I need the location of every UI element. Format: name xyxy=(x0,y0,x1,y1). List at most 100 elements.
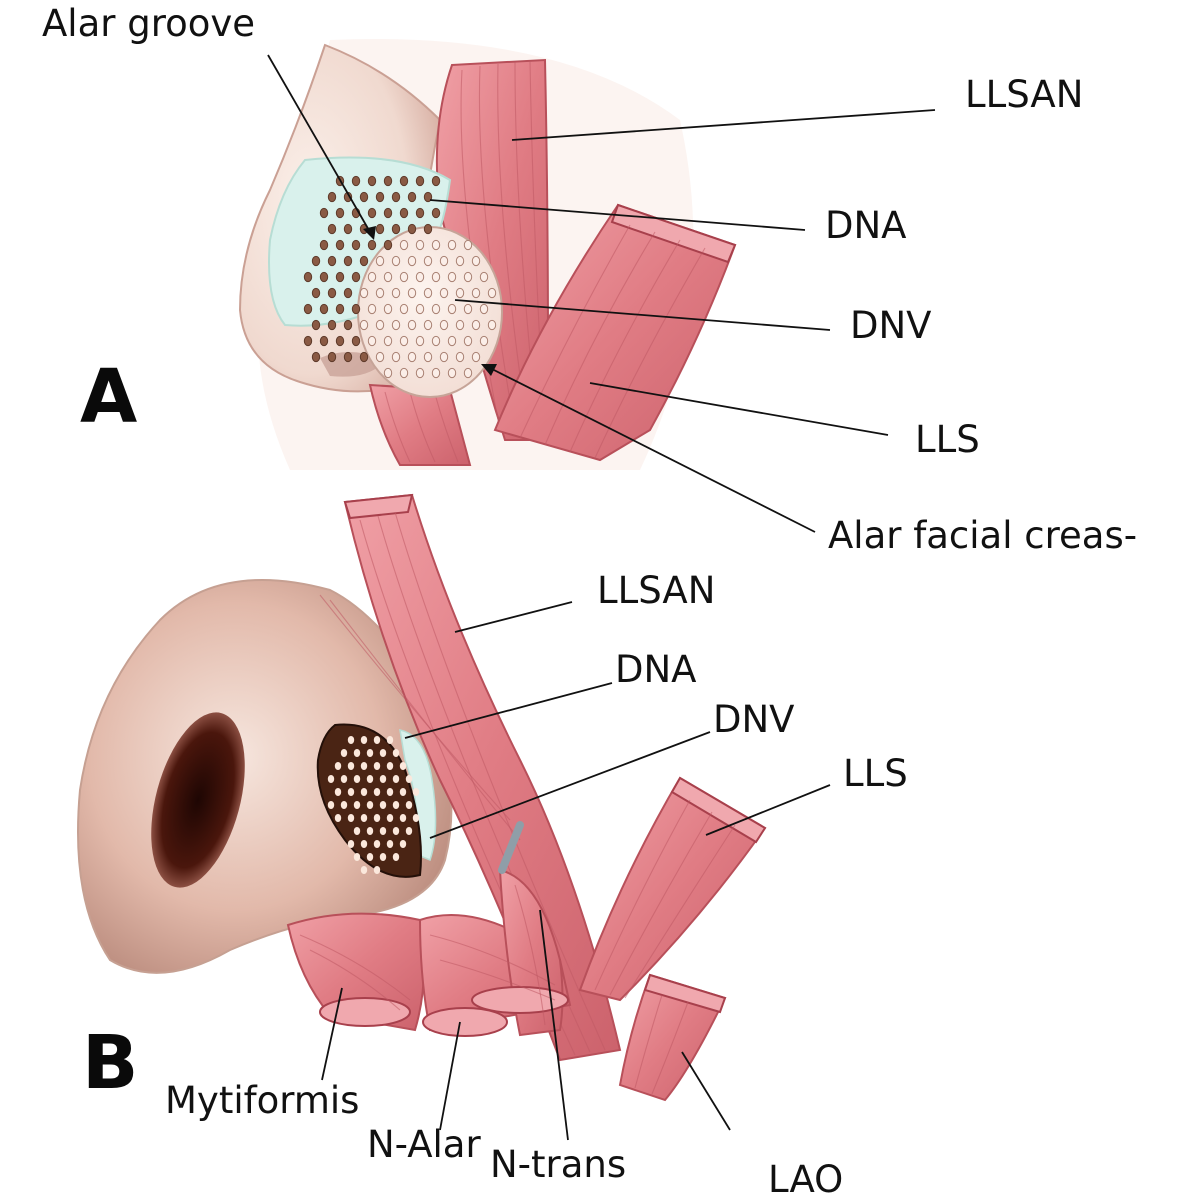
vessel-dot xyxy=(359,351,369,363)
panel-a-label-dnv: DNV xyxy=(850,304,931,347)
vessel-dot xyxy=(431,335,441,347)
vessel-dot xyxy=(399,271,409,283)
vessel-dot xyxy=(327,319,337,331)
vessel-dot xyxy=(399,762,407,770)
vessel-dot xyxy=(423,255,433,267)
vessel-dot xyxy=(383,335,393,347)
vessel-dot xyxy=(471,351,481,363)
vessel-dot xyxy=(334,814,342,822)
vessel-dot xyxy=(407,351,417,363)
vessel-dot xyxy=(360,762,368,770)
vessel-dot xyxy=(335,239,345,251)
vessel-dot xyxy=(386,762,394,770)
vessel-dot xyxy=(353,853,361,861)
vessel-dot xyxy=(391,191,401,203)
vessel-dot xyxy=(335,207,345,219)
vessel-dot xyxy=(373,814,381,822)
vessel-dot xyxy=(399,788,407,796)
vessel-dot xyxy=(359,191,369,203)
vessel-dot xyxy=(373,762,381,770)
vessel-dot xyxy=(415,175,425,187)
vessel-dot xyxy=(303,335,313,347)
panel-b-label-lls: LLS xyxy=(843,752,908,795)
panel-b-leader-mytiformis xyxy=(321,987,343,1081)
vessel-dot xyxy=(347,736,355,744)
vessel-dot xyxy=(399,335,409,347)
vessel-dot xyxy=(375,319,385,331)
vessel-dot xyxy=(319,239,329,251)
vessel-dot xyxy=(447,303,457,315)
panel-b-label-dna: DNA xyxy=(615,648,696,691)
vessel-dot xyxy=(431,207,441,219)
vessel-dot xyxy=(340,775,348,783)
panel-b-leader-lao xyxy=(681,1051,731,1131)
vessel-dot xyxy=(391,255,401,267)
vessel-dot xyxy=(447,271,457,283)
vessel-dot xyxy=(335,271,345,283)
vessel-dot xyxy=(343,223,353,235)
panel-b-label-n-alar: N-Alar xyxy=(367,1123,481,1166)
vessel-dot xyxy=(351,335,361,347)
vessel-dot xyxy=(415,271,425,283)
vessel-dot xyxy=(431,367,441,379)
vessel-dot xyxy=(487,287,497,299)
vessel-dot xyxy=(439,287,449,299)
vessel-dot xyxy=(391,287,401,299)
vessel-dot xyxy=(359,255,369,267)
panel-a-leader-alar-groove xyxy=(267,54,371,233)
vessel-dot xyxy=(487,319,497,331)
panel-a-label-llsan: LLSAN xyxy=(965,73,1083,116)
panel-b-lao-muscle xyxy=(618,973,727,1102)
vessel-dot xyxy=(392,827,400,835)
panel-b-leader-lls xyxy=(705,784,831,836)
panel-b-ala-pocket xyxy=(316,723,422,878)
vessel-dot xyxy=(351,271,361,283)
vessel-dot xyxy=(447,335,457,347)
vessel-dot xyxy=(367,271,377,283)
vessel-dot xyxy=(335,303,345,315)
vessel-dot xyxy=(423,287,433,299)
vessel-dot xyxy=(359,287,369,299)
vessel-dot xyxy=(471,255,481,267)
vessel-dot xyxy=(375,223,385,235)
panel-a-leader-lls xyxy=(589,382,889,436)
vessel-dot xyxy=(423,319,433,331)
vessel-dot xyxy=(423,223,433,235)
vessel-dot xyxy=(407,223,417,235)
vessel-dot xyxy=(431,271,441,283)
vessel-dot xyxy=(319,335,329,347)
vessel-dot xyxy=(360,840,368,848)
panel-a-label-alar-facial-crease: Alar facial creas- xyxy=(828,514,1137,557)
vessel-dot xyxy=(386,814,394,822)
vessel-dot xyxy=(423,351,433,363)
vessel-dot xyxy=(366,775,374,783)
vessel-dot xyxy=(359,319,369,331)
vessel-dot xyxy=(373,866,381,874)
vessel-dot xyxy=(423,191,433,203)
panel-b-lls-muscle xyxy=(578,776,767,1002)
vessel-dot xyxy=(367,239,377,251)
vessel-dot xyxy=(392,853,400,861)
vessel-dot xyxy=(319,207,329,219)
panel-b-vessel-dots xyxy=(327,736,420,874)
vessel-dot xyxy=(379,775,387,783)
vessel-dot xyxy=(373,736,381,744)
vessel-dot xyxy=(375,255,385,267)
panel-b-mytiformis-cut xyxy=(319,997,411,1027)
vessel-dot xyxy=(353,749,361,757)
vessel-dot xyxy=(463,303,473,315)
vessel-dot xyxy=(479,335,489,347)
panel-a-lls-muscle xyxy=(493,203,737,462)
vessel-dot xyxy=(340,801,348,809)
vessel-dot xyxy=(399,239,409,251)
vessel-dot xyxy=(407,287,417,299)
vessel-dot xyxy=(343,255,353,267)
panel-b-leader-ntrans xyxy=(539,909,569,1141)
vessel-dot xyxy=(415,207,425,219)
panel-b-letter: B xyxy=(82,1020,138,1106)
panel-a: Alar groove LLSAN DNA DNV LLS Alar facia… xyxy=(42,2,1137,557)
vessel-dot xyxy=(327,775,335,783)
vessel-dot xyxy=(386,840,394,848)
vessel-dot xyxy=(415,367,425,379)
